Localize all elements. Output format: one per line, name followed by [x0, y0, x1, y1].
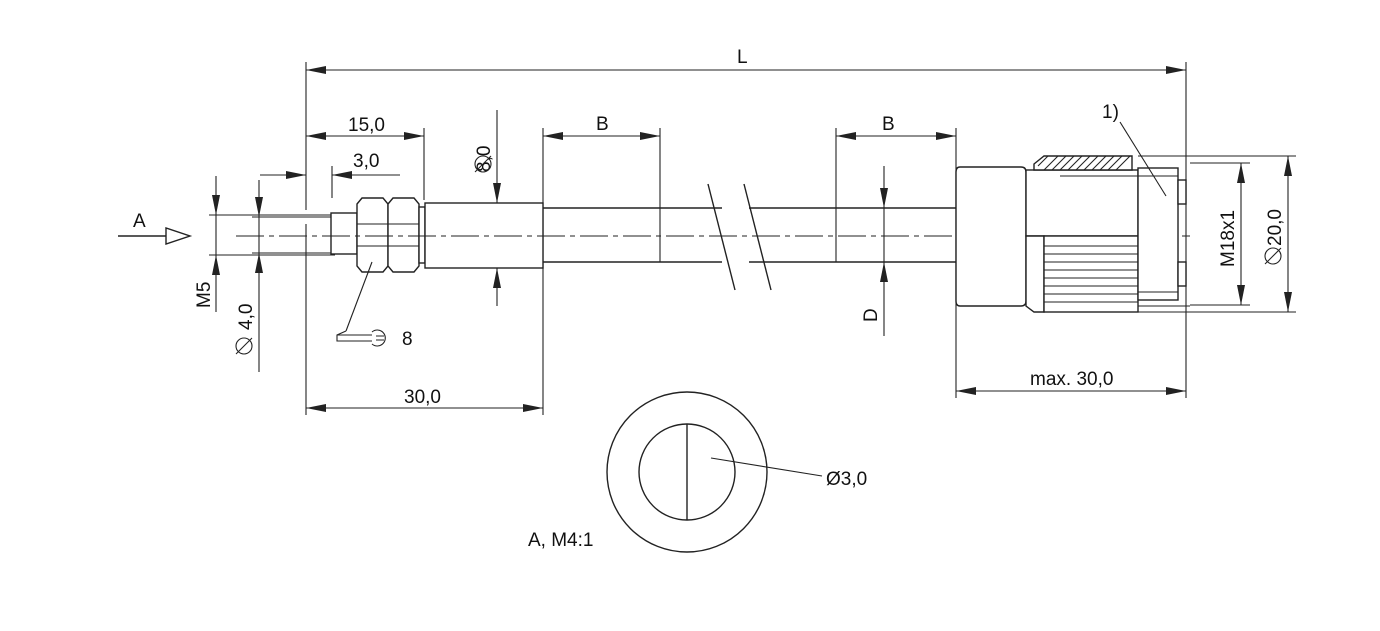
dim-3-label: 3,0 [353, 151, 379, 172]
detail-label: A, M4:1 [528, 530, 593, 551]
cable [543, 183, 956, 291]
dim-3: 3,0 [260, 151, 400, 198]
dim-b-right: B [835, 114, 957, 398]
detail-diameter-label: Ø3,0 [826, 469, 867, 490]
dim-30: 30,0 [305, 224, 543, 415]
note-ref-label: 1) [1102, 102, 1119, 123]
dim-d20: 20,0 [1138, 155, 1296, 313]
dim-d8-label: 8,0 [474, 146, 495, 172]
dim-m5-label: M5 [194, 282, 215, 308]
diameter-icon [235, 337, 253, 355]
connector [955, 155, 1190, 313]
dim-30-label: 30,0 [404, 387, 441, 408]
thread-stub [418, 206, 426, 264]
dim-m18: M18x1 [1190, 162, 1250, 306]
knurl-ribs [1044, 245, 1138, 303]
note-callout: 1) [1102, 102, 1167, 197]
dim-d-label: D [861, 308, 882, 322]
diameter-icon [1264, 247, 1282, 265]
probe-tip [330, 212, 358, 255]
dim-d20-label: 20,0 [1265, 209, 1286, 246]
dim-max30-label: max. 30,0 [1030, 369, 1113, 390]
dim-d4: 4,0 [235, 180, 335, 372]
dim-m5: M5 [194, 176, 335, 312]
dim-b-right-label: B [882, 114, 895, 135]
dim-b-left: B [542, 114, 661, 415]
wrench-size-label: 8 [402, 329, 413, 350]
dim-overall-length: L [305, 47, 1187, 398]
knurl-hatch [1037, 155, 1131, 171]
dim-d4-label: 4,0 [236, 304, 257, 330]
dim-overall-length-label: L [737, 47, 748, 68]
dim-15-label: 15,0 [348, 115, 385, 136]
dim-b-left-label: B [596, 114, 609, 135]
view-arrow-a: A [118, 211, 193, 245]
hex-nut-2 [387, 197, 420, 273]
detail-view-a: Ø3,0 A, M4:1 [528, 391, 867, 553]
dim-m18-label: M18x1 [1218, 210, 1239, 267]
dim-d: D [861, 166, 888, 336]
hex-nut-1 [356, 197, 389, 273]
wrench-callout: 8 [336, 261, 413, 350]
dim-15: 15,0 [306, 115, 425, 200]
dim-max30: max. 30,0 [956, 369, 1186, 395]
view-marker-label: A [133, 211, 146, 232]
diameter-icon [474, 155, 492, 173]
